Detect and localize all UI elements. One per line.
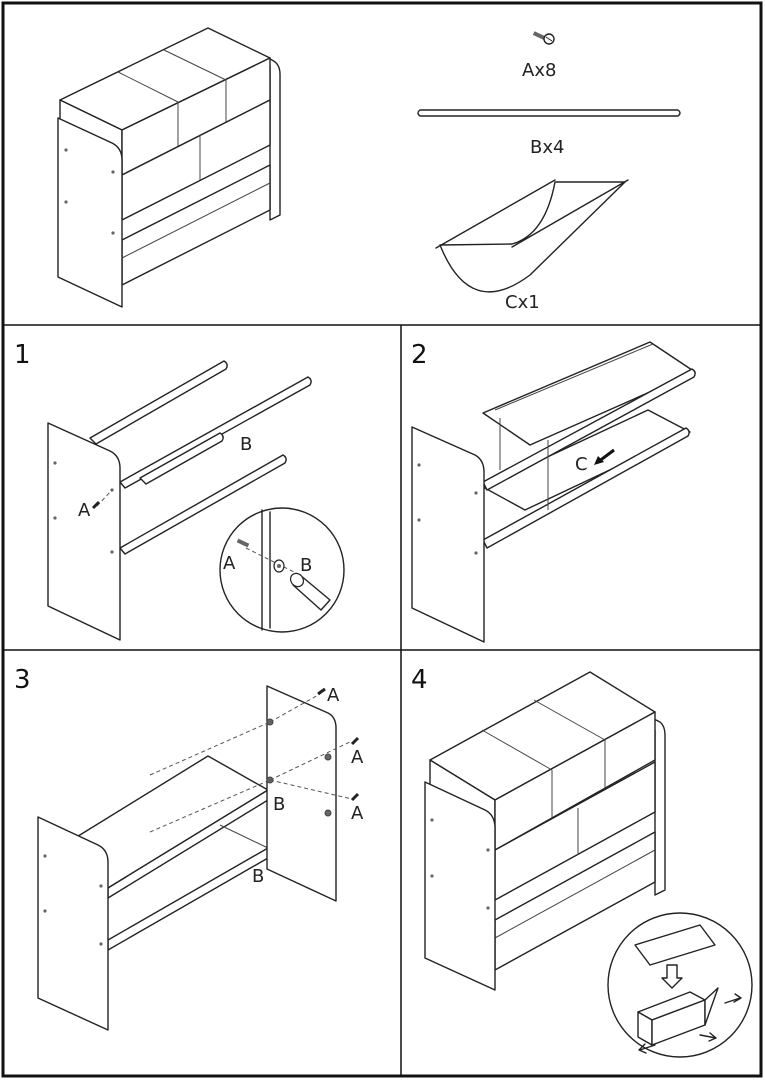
step-3-rod-label-2: B [252, 866, 264, 887]
fabric-sling-part-icon [435, 179, 629, 293]
step-3-illustration [37, 685, 360, 1031]
step-1-rod-label: B [240, 434, 252, 455]
step-3-rod-label-1: B [273, 794, 285, 815]
rod-part-icon [417, 109, 681, 117]
step-3-screw-label-2: A [351, 747, 364, 768]
step-3-number: 3 [14, 665, 31, 695]
screw-count-label: Ax8 [522, 60, 556, 81]
finished-organizer-illustration [57, 27, 281, 308]
step-1-number: 1 [14, 340, 31, 370]
step-1-detail-circle [219, 507, 345, 633]
step-1-screw-label: A [78, 500, 91, 521]
step-1-detail-screw-label: A [223, 553, 236, 574]
fabric-count-label: Cx1 [505, 292, 540, 313]
step-4-number: 4 [411, 665, 428, 695]
step-2-illustration [411, 341, 696, 643]
rod-count-label: Bx4 [530, 137, 564, 158]
screw-part-icon [532, 31, 555, 45]
step-1-illustration [47, 360, 312, 641]
step-2-number: 2 [411, 340, 428, 370]
step-2-fabric-label: C [575, 454, 588, 475]
step-4-detail-circle [607, 912, 753, 1058]
step-3-screw-label-3: A [351, 803, 364, 824]
step-1-detail-rod-label: B [300, 555, 312, 576]
step-3-screw-label-1: A [327, 685, 340, 706]
step-4-illustration [424, 671, 666, 991]
